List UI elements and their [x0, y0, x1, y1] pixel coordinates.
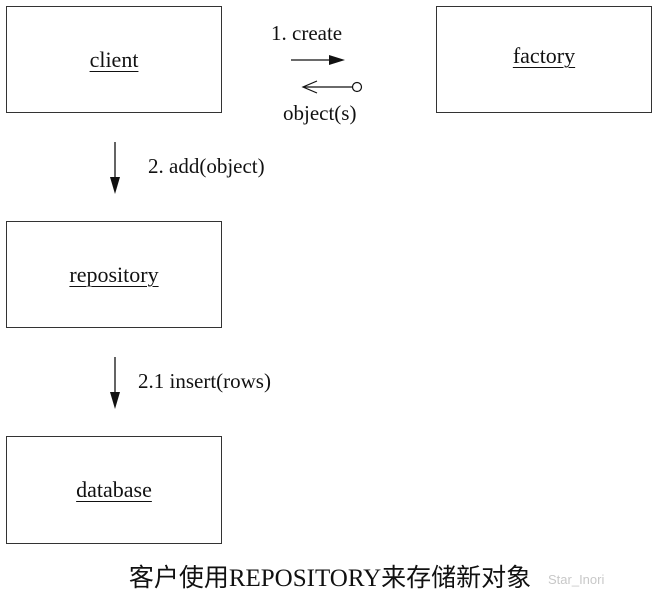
repository-box: repository — [6, 221, 222, 328]
create-message: 1. create — [271, 21, 343, 45]
return-message: object(s) — [283, 101, 357, 125]
database-label: database — [76, 477, 152, 502]
factory-label: factory — [512, 43, 576, 68]
factory-box: factory — [436, 6, 652, 113]
repository-label: repository — [69, 261, 159, 287]
database-box: database — [6, 436, 222, 544]
watermark: Star_Inori — [548, 572, 605, 587]
client-label: client — [89, 46, 139, 72]
client-box: client — [6, 6, 222, 113]
add-message: 2. add(object) — [148, 154, 265, 178]
insert-message: 2.1 insert(rows) — [138, 369, 271, 393]
diagram-caption: 客户使用REPOSITORY来存储新对象 — [128, 565, 532, 592]
